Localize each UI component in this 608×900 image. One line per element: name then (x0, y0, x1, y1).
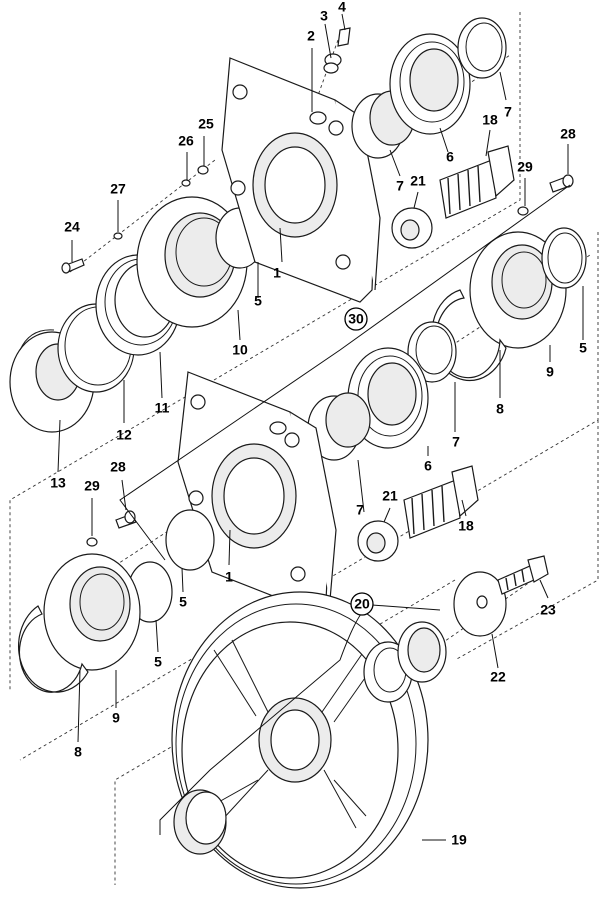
label-part-5-b: 5 (579, 340, 587, 356)
part-29-lower-washer (86, 537, 98, 547)
part-1-lower-housing (177, 371, 337, 613)
label-part-12: 12 (116, 427, 132, 443)
part-6-upper-bearing (389, 33, 471, 135)
label-part-9-upper: 9 (546, 364, 554, 380)
part-18-lower-bolt (403, 465, 479, 539)
label-part-29-upper: 29 (517, 159, 533, 175)
leader-lines (57, 13, 584, 841)
part-8-lower-snap-ring (17, 605, 89, 693)
label-part-18-upper: 18 (482, 112, 498, 128)
label-part-9-lower: 9 (112, 710, 120, 726)
part-28-lower-bolt (115, 510, 137, 529)
label-part-28-lower: 28 (110, 459, 126, 475)
part-18-upper-bolt (439, 145, 515, 219)
part-23-bolt (497, 555, 549, 595)
label-part-5-d: 5 (154, 654, 162, 670)
label-part-21-upper: 21 (410, 173, 426, 189)
part-21-lower-spacer (357, 520, 399, 562)
part-4-grease-cap (337, 27, 351, 47)
part-21-upper-spacer (391, 207, 433, 249)
label-part-7-d: 7 (356, 502, 364, 518)
part-27-washer (113, 232, 123, 240)
label-part-21-lower: 21 (382, 488, 398, 504)
part-26-washer (181, 179, 191, 187)
part-1-upper-housing (221, 57, 381, 303)
label-part-11: 11 (155, 400, 170, 416)
label-part-20: 20 (354, 596, 370, 612)
label-part-19: 19 (451, 832, 467, 848)
label-part-23: 23 (540, 602, 556, 618)
part-labels: 1 1 2 3 4 5 5 5 5 5 6 6 7 7 7 7 8 8 9 9 … (50, 0, 587, 848)
label-part-7-c: 7 (452, 434, 460, 450)
label-part-5-c: 5 (179, 594, 187, 610)
part-7-upper-lock-ring (457, 17, 507, 79)
part-28-upper-bolt (549, 174, 574, 193)
part-20-lock-nut (397, 621, 447, 683)
label-part-29-lower: 29 (84, 478, 100, 494)
label-part-8-lower: 8 (74, 744, 82, 760)
grease-axis-line (311, 39, 339, 113)
label-part-10: 10 (232, 342, 248, 358)
part-22-washer (453, 571, 507, 637)
part-29-upper-washer (517, 206, 529, 216)
label-part-6-upper: 6 (446, 149, 454, 165)
label-part-6-lower: 6 (424, 458, 432, 474)
label-part-3: 3 (320, 8, 328, 24)
part-25-nut (197, 165, 209, 175)
label-part-8-upper: 8 (496, 401, 504, 417)
label-part-24: 24 (64, 219, 80, 235)
label-part-25: 25 (198, 116, 214, 132)
label-part-7-a: 7 (396, 178, 404, 194)
label-part-4: 4 (338, 0, 346, 15)
label-part-18-lower: 18 (458, 518, 474, 534)
label-part-22: 22 (490, 669, 506, 685)
label-part-1-lower: 1 (225, 569, 233, 585)
label-part-1-upper: 1 (273, 265, 281, 281)
group-30-bracket (119, 184, 571, 561)
part-5-upper-right-ring (541, 227, 587, 289)
part-19-bushing (173, 789, 227, 855)
bolt-axis-line-upper (69, 159, 216, 273)
callout-circle-20 (350, 592, 374, 616)
callout-circle-30 (344, 307, 368, 331)
label-part-28-upper: 28 (560, 126, 576, 142)
part-5-lower-ring-a (165, 509, 215, 571)
part-9-lower-flange (43, 553, 141, 671)
lower-group-outline (114, 579, 456, 885)
part-3-grease-fitting (323, 53, 342, 74)
label-part-7-b: 7 (504, 104, 512, 120)
label-part-27: 27 (110, 181, 126, 197)
label-part-2: 2 (307, 28, 315, 44)
label-part-13: 13 (50, 475, 66, 491)
label-part-5-a: 5 (254, 293, 262, 309)
label-part-26: 26 (178, 133, 194, 149)
part-24-bolt (61, 258, 85, 274)
label-part-30: 30 (348, 311, 364, 327)
